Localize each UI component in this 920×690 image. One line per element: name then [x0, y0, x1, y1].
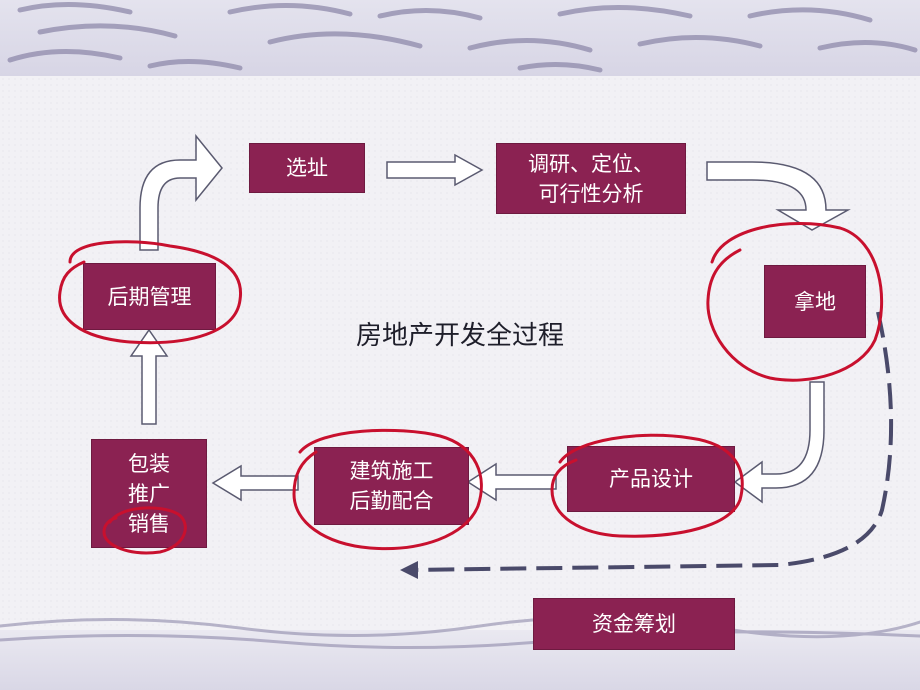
step-site-selection-label: 选址 — [286, 156, 328, 180]
step-product-design-label: 产品设计 — [609, 467, 693, 491]
step-marketing-label-line1: 包装 — [128, 451, 170, 476]
step-research-label-line2: 可行性分析 — [538, 181, 644, 206]
arrow-right-select-to-research — [386, 153, 484, 187]
annotation-circle-post-management — [58, 240, 243, 345]
step-land-acquisition-label: 拿地 — [794, 289, 836, 314]
annotation-circle-land — [706, 222, 884, 382]
step-construction-label-line1: 建筑施工 — [349, 459, 434, 483]
step-post-management: 后期管理 — [83, 263, 216, 330]
step-land-acquisition: 拿地 — [764, 265, 866, 338]
step-product-design: 产品设计 — [567, 446, 735, 512]
step-site-selection: 选址 — [249, 143, 365, 193]
dashed-arrow-fund-loop — [409, 311, 894, 572]
arrow-bend-research-to-land — [706, 161, 851, 231]
decorative-bottom-band — [0, 630, 920, 690]
arrow-left-construction-to-marketing — [211, 464, 299, 502]
diagram-title: 房地产开发全过程 — [355, 321, 564, 351]
step-marketing-label-line2: 推广 — [128, 481, 170, 506]
arrow-bend-management-to-select — [139, 133, 223, 251]
annotation-circle-design — [550, 433, 744, 538]
dashed-arrowhead — [400, 561, 418, 579]
step-construction-label-line2: 后勤配合 — [349, 489, 434, 513]
step-fund-planning: 资金筹划 — [533, 598, 735, 650]
step-marketing-label-line3: 销售 — [128, 511, 170, 536]
step-construction-logistics: 建筑施工 后勤配合 — [314, 447, 469, 525]
step-fund-planning-label: 资金筹划 — [592, 612, 676, 636]
annotation-circle-sales — [102, 506, 187, 555]
step-marketing-sales: 包装 推广 销售 — [91, 439, 207, 548]
step-post-management-label: 后期管理 — [107, 284, 192, 309]
arrow-bend-land-to-design — [733, 381, 825, 504]
step-research-positioning: 调研、定位、 可行性分析 — [496, 143, 686, 214]
annotation-circle-construction — [292, 428, 483, 551]
step-research-label-line1: 调研、定位、 — [528, 151, 654, 176]
